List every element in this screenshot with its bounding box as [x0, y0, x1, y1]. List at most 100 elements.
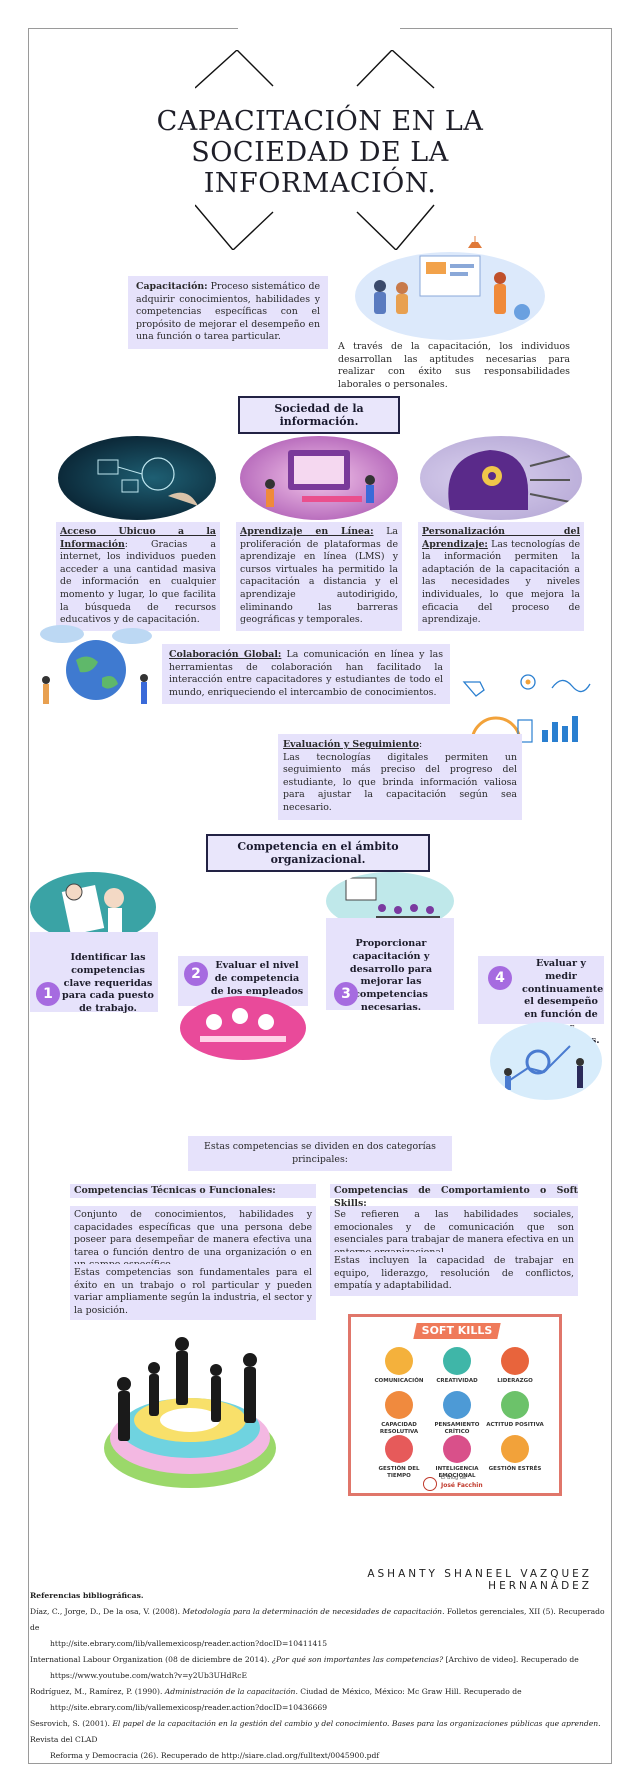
- skill-item: LIDERAZGO: [485, 1347, 545, 1385]
- reference-title: Administración de la capacitación: [164, 1687, 296, 1696]
- online-learning-image: [240, 436, 398, 520]
- access-box: Acceso Ubicuo a la Información: Gracias …: [56, 522, 220, 631]
- step1-number: 1: [36, 982, 60, 1006]
- global-text: La comunicación en línea y las herramien…: [169, 649, 443, 698]
- frame-top-right: [400, 28, 612, 29]
- skill-item: CREATIVIDAD: [427, 1347, 487, 1385]
- evaluation-colon: :: [418, 739, 423, 750]
- reference-link: http://site.ebrary.com/lib/vallemexicosp…: [50, 1639, 328, 1648]
- personalization-term: Personalización del Aprendizaje:: [422, 526, 580, 550]
- skill-label: CREATIVIDAD: [436, 1378, 478, 1384]
- skill-icon: [501, 1391, 529, 1419]
- online-learning-term: Aprendizaje en Línea:: [240, 526, 374, 537]
- reference-source: . Ciudad de México, México: Mc Graw Hill…: [295, 1687, 522, 1696]
- evaluation-text: Las tecnologías digitales permiten un se…: [283, 751, 517, 813]
- step1-text: Identificar las competencias clave reque…: [62, 952, 154, 1015]
- blog-name: José Facchin: [441, 1482, 483, 1489]
- technical-p2: Estas competencias son fundamentales par…: [70, 1264, 316, 1321]
- reference-item: Sesrovich, S. (2001). El papel de la cap…: [30, 1716, 614, 1764]
- access-image: [58, 436, 216, 520]
- intro-text: A través de la capacitación, los individ…: [338, 341, 570, 390]
- skill-item: CAPACIDAD RESOLUTIVA: [369, 1391, 429, 1436]
- reference-source: . Folletos gerenciales, XII (5). Recuper…: [30, 1607, 605, 1632]
- references-heading: Referencias bibliográficas.: [30, 1591, 144, 1600]
- skill-item: GESTIÓN DEL TIEMPO: [369, 1435, 429, 1480]
- soft-skills-card: SOFT KILLS COMUNICACIÓN CREATIVIDAD LIDERA…: [348, 1314, 562, 1496]
- step1-image: [30, 872, 156, 942]
- reference-author: Rodríguez, M., Ramírez, P. (1990).: [30, 1687, 165, 1696]
- personalization-image: [420, 436, 582, 520]
- page-title: CAPACITACIÓN EN LA SOCIEDAD DE LA INFORM…: [156, 106, 484, 199]
- skill-icon: [385, 1391, 413, 1419]
- reference-author: Díaz, C., Jorge, D., De la osa, V. (2008…: [30, 1607, 183, 1616]
- soft-p2: Estas incluyen la capacidad de trabajar …: [330, 1252, 578, 1296]
- reference-title: Metodología para la determinación de nec…: [182, 1607, 443, 1616]
- soft-heading: Competencias de Comportamiento o Soft Sk…: [334, 1185, 578, 1209]
- online-learning-box: Aprendizaje en Línea: La proliferación d…: [236, 522, 402, 631]
- frame-top-left: [28, 28, 238, 29]
- skill-item: ACTITUD POSITIVA: [485, 1391, 545, 1429]
- reference-title: El papel de la capacitación en la gestió…: [112, 1719, 601, 1728]
- skill-icon: [501, 1347, 529, 1375]
- reference-item: International Labour Organization (08 de…: [30, 1652, 614, 1684]
- skill-icon: [443, 1391, 471, 1419]
- skill-label: GESTIÓN DEL TIEMPO: [378, 1466, 420, 1479]
- personalization-text: Las tecnologías de la información permit…: [422, 538, 580, 626]
- skill-label: LIDERAZGO: [497, 1378, 533, 1384]
- step4-number: 4: [488, 966, 512, 990]
- definition-box: Capacitación: Proceso sistemático de adq…: [128, 276, 328, 349]
- skill-label: INTELIGENCIA EMOCIONAL: [435, 1466, 479, 1479]
- blog-small: El Blog de: [441, 1475, 467, 1481]
- teamwork-puzzle-image: [90, 1330, 290, 1500]
- reference-author: International Labour Organization (08 de…: [30, 1655, 272, 1664]
- title-decoration: [195, 50, 435, 250]
- access-text: : Gracias a internet, los individuos pue…: [60, 538, 216, 626]
- soft-heading-bg: [330, 1184, 578, 1198]
- definition-text: Proceso sistemático de adquirir conocimi…: [136, 281, 320, 343]
- references-section: Referencias bibliográficas. Díaz, C., Jo…: [30, 1588, 614, 1764]
- reference-link: http://site.ebrary.com/lib/vallemexicosp…: [50, 1703, 328, 1712]
- reference-source: Revista del CLAD: [30, 1735, 98, 1744]
- skill-icon: [443, 1347, 471, 1375]
- step2-image: [180, 996, 306, 1060]
- bottom-rule: [28, 1763, 612, 1764]
- skill-item: COMUNICACIÓN: [369, 1347, 429, 1385]
- access-term: Acceso Ubicuo a la Información: [60, 526, 216, 550]
- soft-skills-title: SOFT KILLS: [421, 1324, 493, 1337]
- society-heading: Sociedad de la información.: [238, 396, 400, 434]
- step3-box: Proporcionar capacitación y desarrollo p…: [326, 918, 454, 1013]
- evaluation-box: Evaluación y Seguimiento: Las tecnología…: [278, 734, 522, 820]
- reference-author: Sesrovich, S. (2001).: [30, 1719, 113, 1728]
- step3-number: 3: [334, 982, 358, 1006]
- definition-term: Capacitación:: [136, 281, 208, 292]
- step3-text: Proporcionar capacitación y desarrollo p…: [349, 938, 433, 1013]
- step2-number: 2: [184, 962, 208, 986]
- skill-item: GESTIÓN ESTRÉS: [485, 1435, 545, 1473]
- skill-icon: [501, 1435, 529, 1463]
- skill-item: INTELIGENCIA EMOCIONAL: [427, 1435, 487, 1480]
- personalization-box: Personalización del Aprendizaje: Las tec…: [418, 522, 584, 631]
- online-learning-text: La proliferación de plataformas de apren…: [240, 526, 399, 626]
- skill-item: PENSAMIENTO CRÍTICO: [427, 1391, 487, 1436]
- skill-icon: [443, 1435, 471, 1463]
- blog-logo-icon: [423, 1477, 437, 1491]
- global-collaboration-box: Colaboración Global: La comunicación en …: [162, 644, 450, 705]
- skill-label: ACTITUD POSITIVA: [486, 1422, 544, 1428]
- evaluation-image: [462, 670, 592, 746]
- categories-intro: Estas competencias se dividen en dos cat…: [188, 1136, 452, 1172]
- reference-source: [Archivo de video]. Recuperado de: [443, 1655, 579, 1664]
- reference-item: Rodríguez, M., Ramírez, P. (1990). Admin…: [30, 1684, 614, 1716]
- reference-title: ¿Por qué son importantes las competencia…: [271, 1655, 444, 1664]
- skill-label: CAPACIDAD RESOLUTIVA: [379, 1422, 419, 1435]
- training-illustration: [350, 226, 545, 341]
- org-heading: Competencia en el ámbito organizacional.: [206, 834, 430, 872]
- evaluation-term: Evaluación y Seguimiento: [283, 739, 419, 750]
- global-term: Colaboración Global:: [169, 649, 282, 660]
- skill-icon: [385, 1347, 413, 1375]
- skill-label: GESTIÓN ESTRÉS: [488, 1466, 542, 1472]
- skill-icon: [385, 1435, 413, 1463]
- skill-label: PENSAMIENTO CRÍTICO: [434, 1422, 480, 1435]
- references-list: Díaz, C., Jorge, D., De la osa, V. (2008…: [30, 1604, 614, 1764]
- reference-item: Díaz, C., Jorge, D., De la osa, V. (2008…: [30, 1604, 614, 1652]
- reference-link: https://www.youtube.com/watch?v=y2Ub3UHd…: [50, 1671, 248, 1680]
